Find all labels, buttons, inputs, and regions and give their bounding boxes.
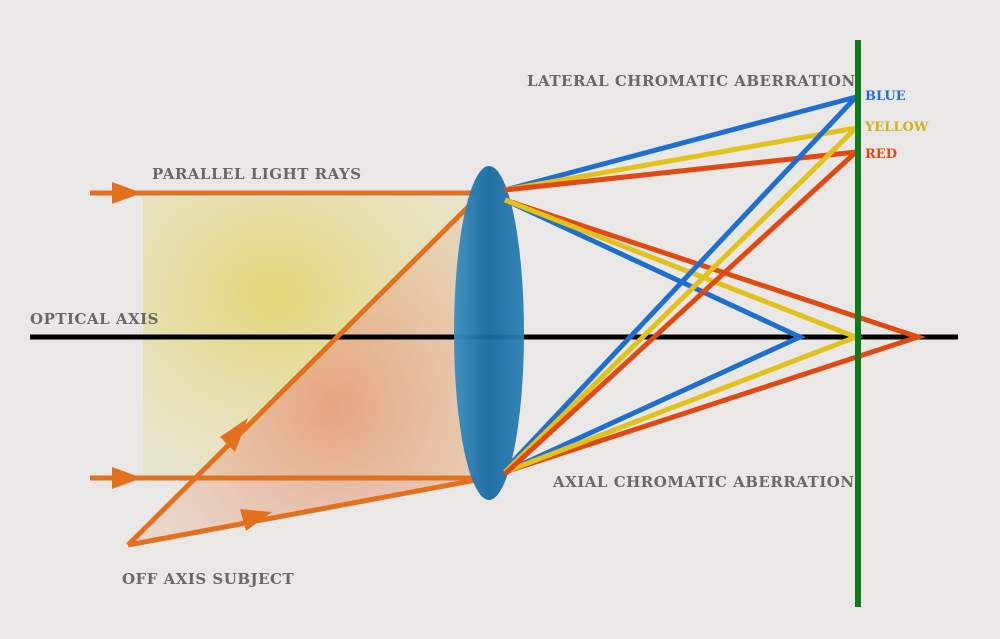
red-ray-axial — [504, 197, 926, 475]
arrow-icon — [112, 182, 142, 204]
off-axis-ray-top — [126, 203, 472, 547]
blue-ray-axial — [503, 197, 806, 475]
blue-label: BLUE — [865, 89, 906, 104]
incident-rays — [90, 190, 477, 548]
yellow-ray-lateral-top — [504, 125, 857, 193]
off-axis-label: OFF AXIS SUBJECT — [122, 570, 294, 588]
arrowheads — [112, 182, 272, 531]
arrow-icon — [220, 418, 248, 452]
refracted-rays — [503, 94, 926, 476]
optical-axis-label: OPTICAL AXIS — [30, 310, 159, 328]
arrow-icon — [240, 509, 272, 531]
blue-ray-lateral-top — [504, 94, 857, 193]
parallel-label: PARALLEL LIGHT RAYS — [152, 165, 362, 183]
lens — [454, 166, 524, 500]
red-label: RED — [865, 147, 897, 162]
yellow-ray-lateral-bottom — [503, 126, 858, 474]
axial-label: AXIAL CHROMATIC ABERRATION — [552, 473, 855, 491]
red-ray-lateral-bottom — [503, 150, 858, 476]
arrow-icon — [112, 467, 142, 489]
yellow-label: YELLOW — [864, 120, 929, 135]
blue-ray-lateral-bottom — [503, 95, 858, 472]
off-axis-ray-bottom — [127, 477, 477, 548]
lateral-label: LATERAL CHROMATIC ABERRATION — [527, 72, 856, 90]
